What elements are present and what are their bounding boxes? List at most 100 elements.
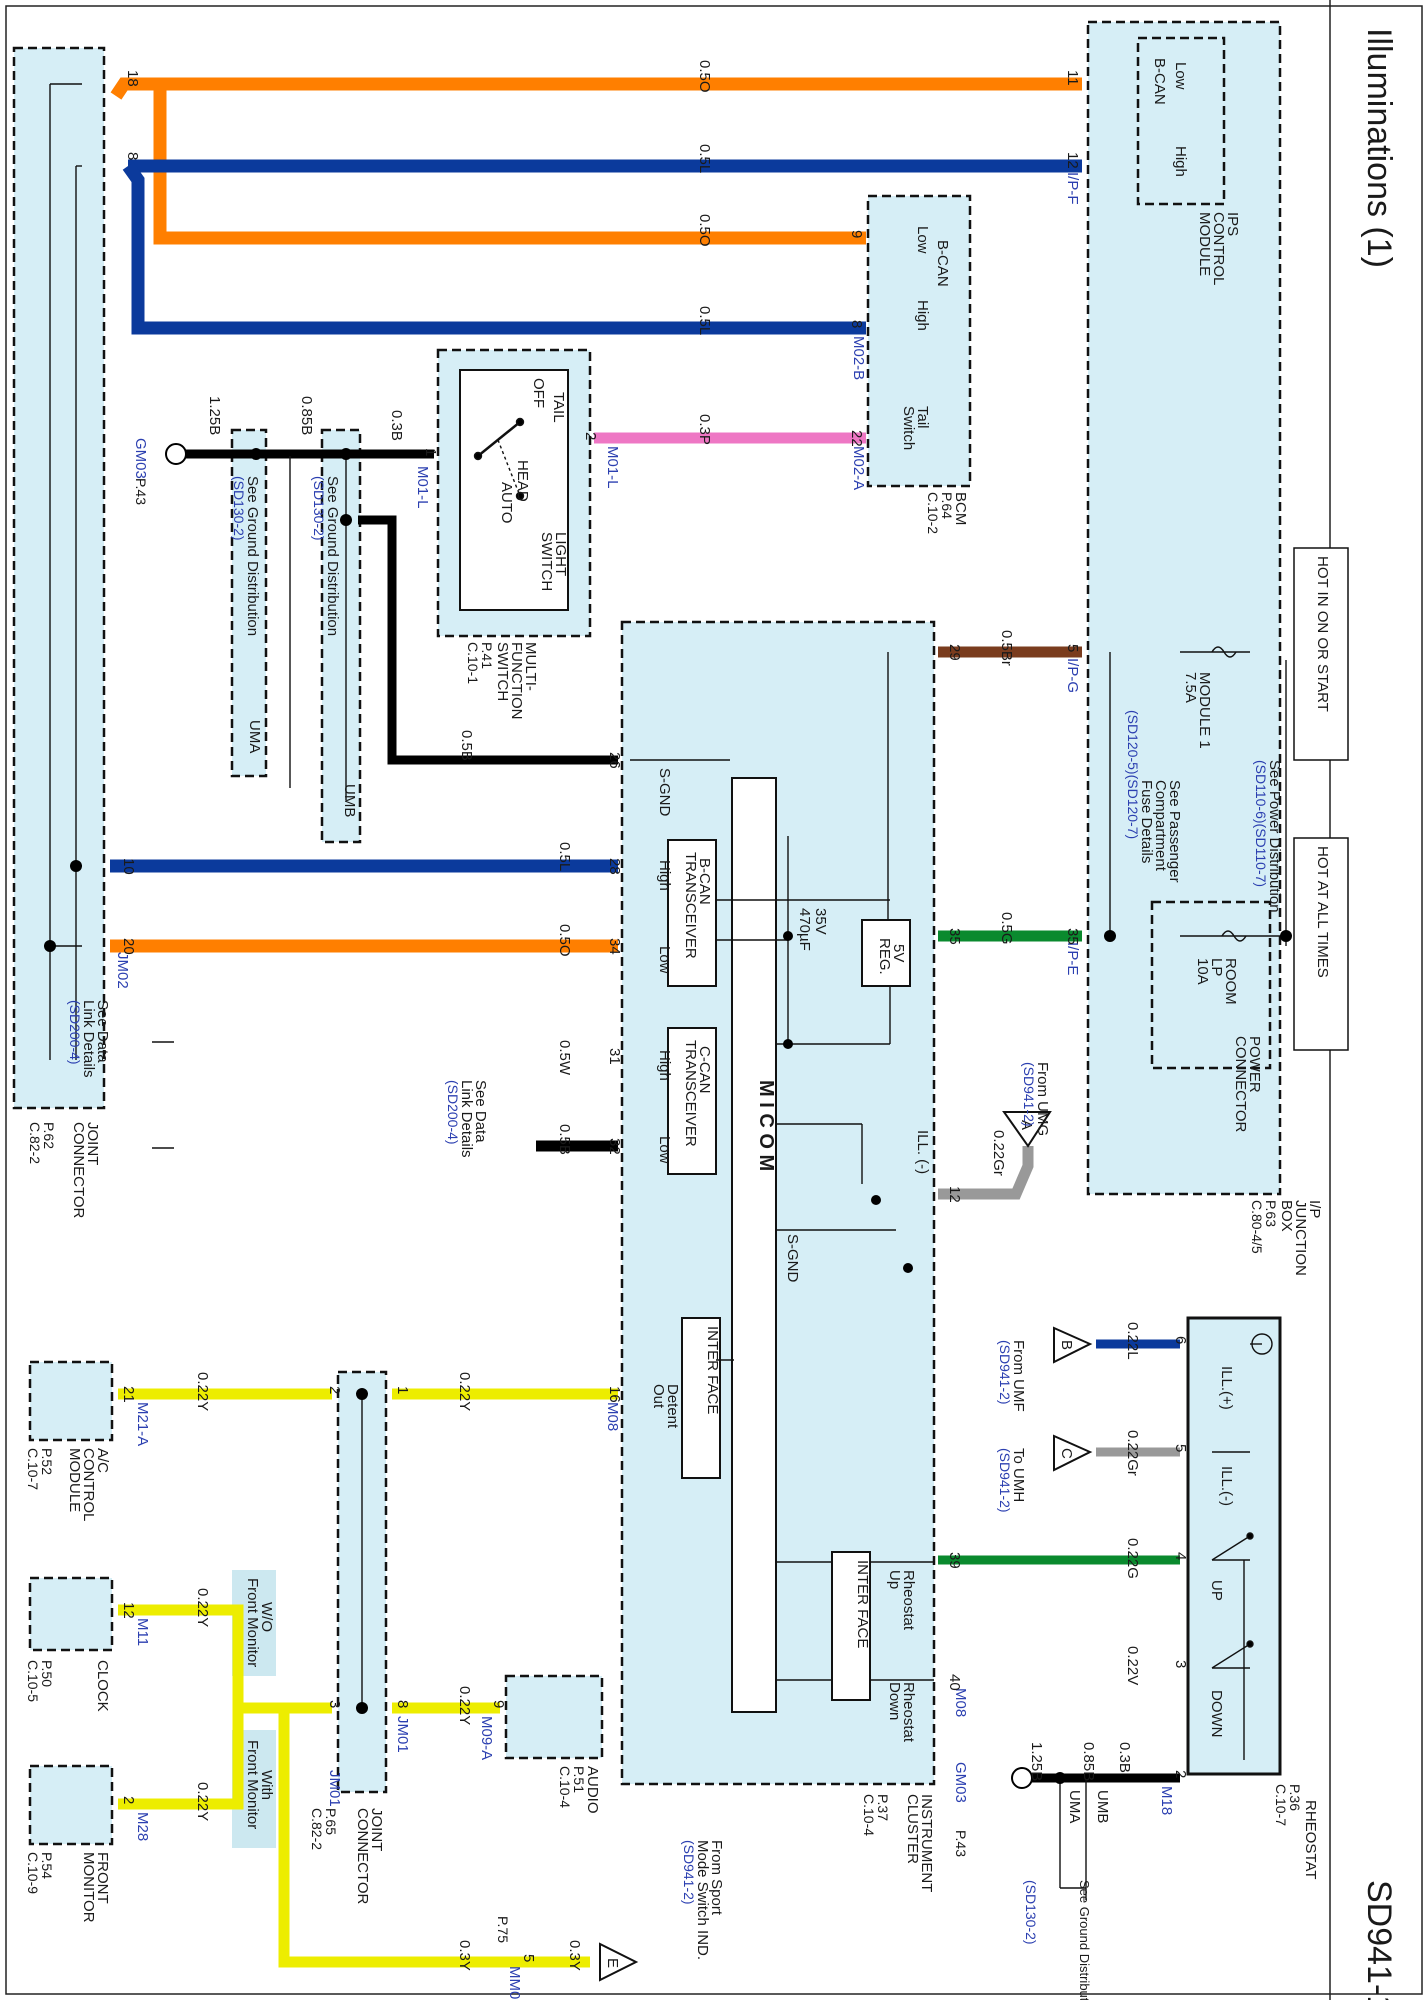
fuse-details-1: Compartment xyxy=(1152,780,1169,872)
instrument-ref-0: P.37 xyxy=(875,1794,891,1821)
conn-jm02: JM02 xyxy=(114,952,131,989)
joint-connector-box xyxy=(12,46,106,1110)
pin-number: 8 xyxy=(124,152,141,160)
pin-number: 5 xyxy=(1064,644,1081,652)
pin-number: 12 xyxy=(1064,152,1081,169)
data-link-ref: (SD200-4) xyxy=(67,1000,83,1065)
fuse-details-0: See Passenger xyxy=(1166,780,1183,883)
conn-m02a: M02-A xyxy=(850,446,867,490)
wire-lbl-085b: 0.85B xyxy=(298,396,315,435)
ip-box-ref-1: C.80-4/5 xyxy=(1249,1200,1265,1254)
joint2-0: JOINT xyxy=(368,1808,385,1851)
pin-number: 4 xyxy=(1172,1552,1189,1560)
ac-module-box xyxy=(28,1360,114,1442)
data-link-2-0: See Data xyxy=(472,1080,489,1143)
ips-bcan-box xyxy=(1136,36,1226,206)
ips-bcan-label: B-CAN xyxy=(1151,58,1168,105)
sw-auto: AUTO xyxy=(498,482,515,523)
mfs-0: MULTI- xyxy=(522,642,539,691)
pin-number: 2 xyxy=(326,1386,343,1394)
data-link-2-1: Link Details xyxy=(458,1080,475,1158)
ac-ref-1: C.10-7 xyxy=(25,1448,41,1490)
rheostat-ref-0: P.36 xyxy=(1287,1784,1303,1811)
pin-number: 32 xyxy=(606,1138,623,1155)
rheo-down-1: Down xyxy=(886,1682,903,1720)
offpage-e-letter: E xyxy=(604,1958,621,1968)
ccan-tr-high: High xyxy=(656,1050,673,1081)
ccan-transceiver xyxy=(667,1027,717,1175)
front-mon-ref-1: C.10-9 xyxy=(25,1852,41,1894)
power-dist-refs: (SD110-6)(SD110-7) xyxy=(1253,760,1269,887)
fuse2-name2: LP xyxy=(1208,958,1225,976)
offpage-triangles xyxy=(599,1111,1093,1982)
pin-number: 29 xyxy=(946,644,963,661)
wire-0.22Gr-ill xyxy=(938,1146,1034,1200)
ip-box-ref-0: P.63 xyxy=(1263,1200,1279,1227)
instrument-ref-1: C.10-4 xyxy=(861,1794,877,1836)
micom-block xyxy=(731,777,777,1713)
ac-0: A/C xyxy=(94,1448,111,1473)
bcan-transceiver xyxy=(667,839,717,987)
wire-lbl-03y-2: 0.3Y xyxy=(566,1940,583,1971)
bcm-ref-0: P.64 xyxy=(939,492,955,519)
ip-box-1: JUNCTION xyxy=(1292,1200,1309,1276)
interface-rheo: INTER FACE xyxy=(854,1560,871,1648)
fuse-details-refs: (SD120-5)(SD120-7) xyxy=(1125,710,1141,839)
offpage-e-text-0: From Sport xyxy=(708,1840,725,1916)
ill-pos-r: ILL.(+) xyxy=(1218,1366,1235,1410)
conn-jm01-b: JM01 xyxy=(326,1770,343,1807)
data-link-1: Link Details xyxy=(80,1000,97,1078)
pin-number: 8 xyxy=(848,320,865,328)
fuse-symbols xyxy=(1211,646,1247,942)
mfs-2: SWITCH xyxy=(494,642,511,701)
wire-lbl-05w: 0.5W xyxy=(556,1040,573,1076)
wire-lbl-022y-4: 0.22Y xyxy=(194,1782,211,1821)
data-link-2-ref: (SD200-4) xyxy=(445,1080,461,1145)
wire-lbl-022gr: 0.22Gr xyxy=(990,1130,1007,1176)
with-front-0: With xyxy=(258,1770,275,1800)
front-mon-ref-0: P.54 xyxy=(39,1852,55,1879)
audio-label: AUDIO xyxy=(584,1766,601,1814)
hot-on-box xyxy=(1293,547,1349,761)
clock-ref-1: C.10-5 xyxy=(25,1660,41,1702)
offpage-b-ref: (SD941-2) xyxy=(997,1340,1013,1405)
sgnd-label: S-GND xyxy=(656,768,673,817)
bcm-bcan-label: B-CAN xyxy=(934,240,951,287)
gm03-label: GM03 xyxy=(132,438,149,479)
audio-ref-0: P.51 xyxy=(571,1766,587,1793)
ip-box-0: I/P xyxy=(1306,1200,1323,1218)
pin-number: 9 xyxy=(490,1700,507,1708)
offpage-a-letter: A xyxy=(1018,1120,1035,1130)
pin-number: 31 xyxy=(606,1048,623,1065)
offpage-a-ref: (SD941-2) xyxy=(1021,1062,1037,1127)
labels: B-CAN Low High IPS CONTROL MODULE HOT IN… xyxy=(25,58,1331,2005)
wire-lbl-022g: 0.22G xyxy=(1124,1538,1141,1579)
sgnd-label-2: S-GND xyxy=(784,1234,801,1283)
ac-2: MODULE xyxy=(66,1448,83,1512)
mfs-ref-0: P.41 xyxy=(479,642,495,669)
hot-all-label: HOT AT ALL TIMES xyxy=(1314,846,1331,978)
wire-lbl-05o-bcm: 0.5O xyxy=(696,214,713,247)
conn-m18: M18 xyxy=(1158,1786,1175,1815)
hot-all-box xyxy=(1293,837,1349,1051)
fuse2-name: ROOM xyxy=(1222,958,1239,1005)
fuse-details-2: Fuse Details xyxy=(1138,780,1155,863)
bcm-high-label: High xyxy=(914,300,931,331)
bcm-low-label: Low xyxy=(914,226,931,254)
wo-front-1: Front Monitor xyxy=(244,1578,261,1667)
hot-on-label: HOT IN ON OR START xyxy=(1314,556,1331,712)
ip-box-2: BOX xyxy=(1278,1200,1295,1232)
wire-lbl-125b-r: 1.25B xyxy=(1028,1742,1045,1781)
pin-numbers: 1881112982221102052935283435313226126543… xyxy=(120,70,1189,1962)
rheostat-label: RHEOSTAT xyxy=(1302,1800,1319,1879)
sw-head: HEAD xyxy=(514,460,531,502)
joint-1: CONNECTOR xyxy=(70,1122,87,1219)
audio-ref-1: C.10-4 xyxy=(557,1766,573,1808)
interface-detent: INTER FACE xyxy=(704,1326,721,1414)
joint2-ref-0: P.65 xyxy=(323,1808,339,1835)
rheo-up-label: UP xyxy=(1208,1580,1225,1601)
bcm-ref-1: C.10-2 xyxy=(925,492,941,534)
conn-ipe: I/P-E xyxy=(1064,942,1081,975)
wire-layer xyxy=(110,77,1180,1968)
reg-1: REG. xyxy=(876,938,893,975)
